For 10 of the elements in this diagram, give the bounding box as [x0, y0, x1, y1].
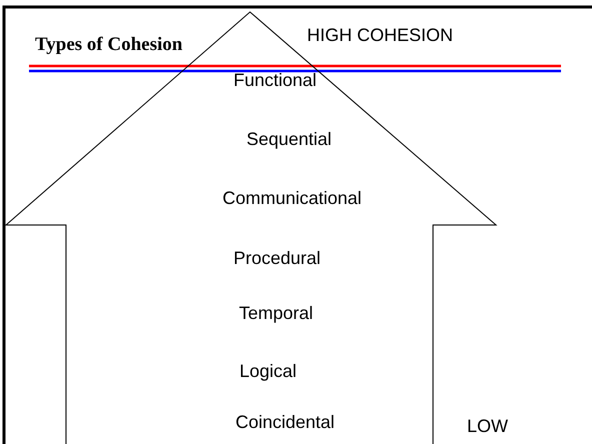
cohesion-type: Procedural — [233, 249, 321, 267]
cohesion-type: Sequential — [246, 130, 332, 148]
cohesion-type: Logical — [239, 362, 297, 380]
cohesion-type: Functional — [233, 71, 317, 89]
cohesion-type: Temporal — [238, 304, 314, 322]
scale-label: LOW — [467, 417, 508, 435]
cohesion-type: Communicational — [222, 189, 362, 207]
diagram-title: Types of Cohesion — [35, 35, 182, 54]
scale-label: HIGH COHESION — [306, 26, 453, 44]
cohesion-type: Coincidental — [235, 413, 335, 431]
